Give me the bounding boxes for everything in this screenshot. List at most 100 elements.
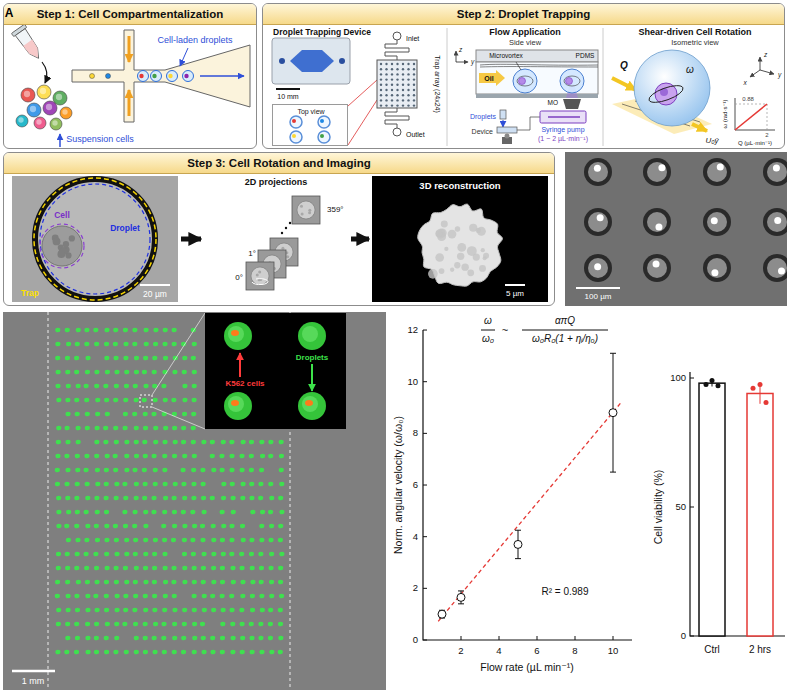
droplet-signal xyxy=(143,426,148,431)
droplet-signal xyxy=(173,440,178,445)
surface-texture xyxy=(448,230,457,239)
trap-site xyxy=(407,99,409,101)
droplet-signal xyxy=(105,454,110,459)
trap-site xyxy=(396,104,398,106)
trap-site xyxy=(402,68,404,70)
droplet-signal xyxy=(278,580,283,585)
droplet-signal xyxy=(143,636,148,641)
cell-image xyxy=(42,226,82,266)
cell xyxy=(305,400,313,406)
cell xyxy=(519,78,526,85)
droplet-signal xyxy=(64,482,69,487)
axis xyxy=(690,372,785,636)
trap-site xyxy=(402,99,404,101)
droplet-signal xyxy=(55,454,60,459)
droplet-signal xyxy=(211,538,216,543)
droplet-signal xyxy=(84,398,89,403)
droplet-signal xyxy=(152,370,157,375)
droplet-signal xyxy=(258,496,263,501)
droplet-signal xyxy=(239,468,244,473)
cell-texture xyxy=(256,273,259,276)
droplet-signal xyxy=(143,580,148,585)
droplet-signal xyxy=(229,524,234,529)
droplet-signal xyxy=(161,524,166,529)
droplet-signal xyxy=(113,650,118,655)
droplet-signal xyxy=(259,524,264,529)
trap-site xyxy=(385,78,387,80)
trap-site xyxy=(385,68,387,70)
tick xyxy=(537,636,538,640)
step-panel: Step 2: Droplet TrappingTop view xyxy=(262,3,785,149)
trap-site xyxy=(396,73,398,75)
error-cap xyxy=(458,590,464,591)
droplet-signal xyxy=(95,468,100,473)
droplet-signal xyxy=(104,468,109,473)
trap-site xyxy=(396,78,398,80)
droplet-signal xyxy=(104,328,109,333)
fraction-bar xyxy=(522,330,608,331)
droplet-signal xyxy=(95,608,100,613)
droplet-signal xyxy=(143,454,148,459)
droplet-signal xyxy=(221,608,226,613)
droplet-signal xyxy=(85,356,90,361)
cell-image xyxy=(251,267,269,285)
droplet-signal xyxy=(85,622,90,627)
droplet-signal xyxy=(278,636,283,641)
droplet-signal xyxy=(191,482,196,487)
data-point xyxy=(751,386,756,391)
cell-texture xyxy=(53,237,61,245)
droplet-signal xyxy=(163,426,168,431)
zoom-inset xyxy=(205,313,346,429)
trap-site xyxy=(407,104,409,106)
droplet-signal xyxy=(85,426,90,431)
droplet-signal xyxy=(84,384,89,389)
droplet-signal xyxy=(250,566,255,571)
cell-texture xyxy=(281,247,284,250)
droplet-signal xyxy=(123,566,128,571)
cell xyxy=(27,103,41,117)
trap-site xyxy=(413,84,415,86)
droplet-signal xyxy=(114,552,119,557)
droplet-signal xyxy=(75,482,80,487)
trap-ring xyxy=(35,179,155,299)
trap-site xyxy=(402,104,404,106)
droplet-signal xyxy=(259,538,264,543)
zoom-line xyxy=(348,100,377,145)
droplet-signal xyxy=(132,328,137,333)
droplet-signal xyxy=(56,510,61,515)
trap-site xyxy=(407,89,409,91)
part-label: Microvortex xyxy=(489,53,523,60)
droplet-signal xyxy=(103,426,108,431)
trap-site xyxy=(391,99,393,101)
device-port xyxy=(279,58,285,64)
droplet-signal xyxy=(268,538,273,543)
axis-title: Q (µL·min⁻¹) xyxy=(738,140,772,146)
cell xyxy=(594,165,601,172)
outline-label: Droplet xyxy=(110,224,140,233)
flow-rate-label: (1 ~ 2 µL·min⁻¹) xyxy=(538,135,588,142)
droplet-signal xyxy=(76,328,81,333)
droplet-signal xyxy=(133,384,138,389)
droplet-signal xyxy=(134,454,139,459)
droplet-signal xyxy=(161,622,166,627)
leader-arrow xyxy=(180,48,188,66)
scale-bar xyxy=(576,287,620,289)
droplet-signal xyxy=(94,622,99,627)
annotation-label: Cell-laden droplets xyxy=(157,36,232,45)
droplet-signal xyxy=(74,650,79,655)
droplet-signal xyxy=(56,398,61,403)
droplet-signal xyxy=(113,342,118,347)
droplet xyxy=(647,162,667,182)
droplet-signal xyxy=(93,328,98,333)
droplet-signal xyxy=(74,594,79,599)
cell xyxy=(21,88,35,102)
trap xyxy=(643,254,671,282)
droplet-signal xyxy=(103,384,108,389)
droplet-signal xyxy=(104,524,109,529)
flow-arrow xyxy=(200,75,244,77)
trap-site xyxy=(391,63,393,65)
channel xyxy=(476,62,598,94)
droplet-signal xyxy=(190,538,195,543)
droplet-signal xyxy=(93,594,98,599)
trap-array xyxy=(377,60,417,108)
